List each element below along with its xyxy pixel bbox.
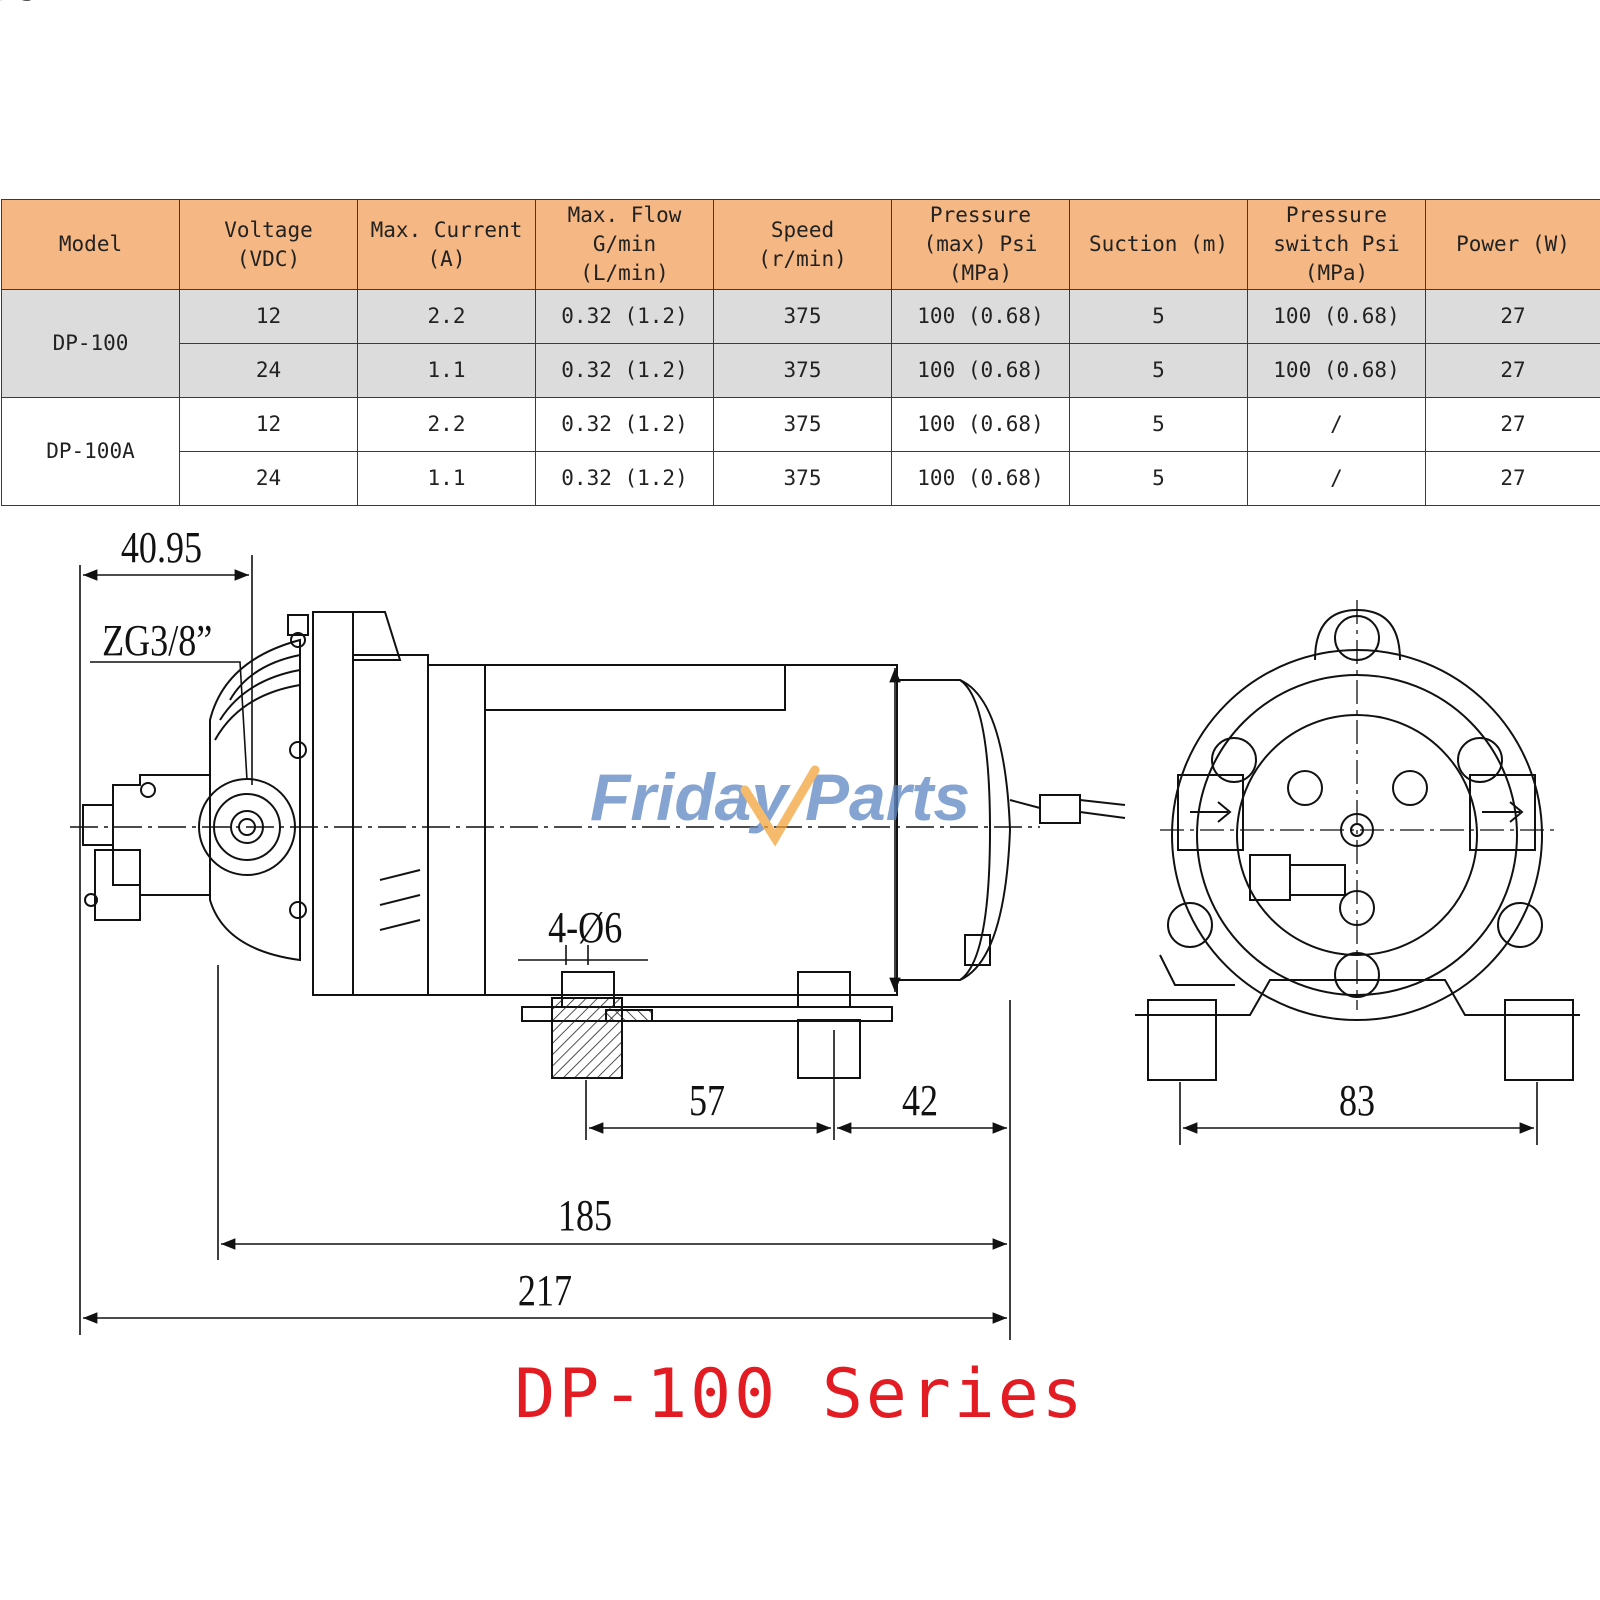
- watermark-text-friday: Friday: [590, 760, 791, 834]
- end-port-left: [1177, 774, 1244, 851]
- header-text: Max. Current: [370, 217, 523, 242]
- inlet-nipple: [82, 804, 114, 846]
- end-dimensions: [1179, 1082, 1538, 1145]
- model-cell: DP-100: [1, 289, 180, 398]
- header-power: Power (W): [1425, 199, 1600, 290]
- series-caption: DP-100 Series: [514, 1355, 1086, 1434]
- flange: [312, 611, 354, 996]
- table-cell: 2.2: [357, 397, 536, 452]
- table-cell: 5: [1069, 397, 1248, 452]
- end-port-right: [1469, 774, 1536, 851]
- header-text: Pressure: [929, 203, 1032, 227]
- header-text: (A): [427, 246, 466, 271]
- table-cell: 5: [1069, 289, 1248, 344]
- table-cell: 2.2: [357, 289, 536, 344]
- watermark-logo: Friday Parts: [590, 760, 970, 847]
- table-cell: 5: [1069, 451, 1248, 506]
- table-cell: 27: [1425, 451, 1600, 506]
- spec-table: Model Voltage (VDC) Max. Current (A) Max. …: [1, 199, 1600, 506]
- header-voltage: Voltage (VDC): [179, 199, 358, 290]
- flange-ring: [352, 654, 429, 996]
- header-row: Model Voltage (VDC) Max. Current (A) Max. …: [1, 199, 1600, 290]
- header-text: switch Psi: [1273, 232, 1400, 256]
- pump-head: [209, 638, 301, 962]
- table-row: DP-100 12 2.2 0.32 (1.2) 375 100 (0.68) …: [1, 289, 1600, 398]
- dim-overall-length: 217: [518, 1266, 572, 1315]
- dim-body-diameter: Ø78: [0, 0, 38, 10]
- dim-base-width: 83: [1339, 1076, 1375, 1125]
- header-text: Max. Flow: [567, 203, 682, 227]
- header-text: (L/min): [580, 261, 669, 285]
- table-cell: 24: [179, 343, 358, 398]
- wire-connector: [1039, 794, 1081, 824]
- inlet-lower-block: [94, 849, 141, 921]
- end-foot-left: [1147, 999, 1217, 1081]
- header-text: G/min: [592, 232, 657, 256]
- side-dimensions: [79, 555, 1011, 1340]
- header-suction: Suction (m): [1069, 199, 1248, 290]
- end-view: [1135, 600, 1580, 1081]
- header-current: Max. Current (A): [357, 199, 536, 290]
- table-cell: 375: [713, 451, 892, 506]
- table-cell: /: [1247, 397, 1426, 452]
- header-speed: Speed (r/min): [713, 199, 892, 290]
- table-cell: 100 (0.68): [891, 451, 1070, 506]
- end-foot-right: [1504, 999, 1574, 1081]
- dim-inlet-offset: 40.95: [121, 523, 202, 572]
- table-cell: /: [1247, 451, 1426, 506]
- table-cell: 375: [713, 397, 892, 452]
- table-cell: 375: [713, 289, 892, 344]
- table-row: 24 1.1 0.32 (1.2) 375 100 (0.68) 5 100 (…: [2, 343, 1600, 398]
- header-text: Pressure: [1285, 203, 1388, 227]
- end-cap: [897, 679, 1012, 981]
- header-text: Power (W): [1456, 232, 1570, 256]
- table-cell: 0.32 (1.2): [535, 289, 714, 344]
- rubber-foot-right: [797, 1019, 861, 1079]
- table-cell: 100 (0.68): [1247, 289, 1426, 344]
- table-row: DP-100A 12 2.2 0.32 (1.2) 375 100 (0.68)…: [1, 397, 1600, 506]
- watermark-text-parts: Parts: [805, 760, 970, 834]
- side-view: [70, 611, 1126, 1079]
- dim-hole-spacing: 57: [689, 1076, 725, 1125]
- table-cell: 100 (0.68): [891, 343, 1070, 398]
- table-cell: 100 (0.68): [891, 397, 1070, 452]
- table-cell: 5: [1069, 343, 1248, 398]
- watermark-check-mark: [740, 765, 820, 847]
- dim-body-length: 185: [558, 1191, 612, 1240]
- table-cell: 27: [1425, 397, 1600, 452]
- table-cell: 0.32 (1.2): [535, 397, 714, 452]
- dim-thread: ZG3/8”: [102, 616, 212, 665]
- table-row: 24 1.1 0.32 (1.2) 375 100 (0.68) 5 / 27: [2, 451, 1600, 506]
- header-model: Model: [1, 199, 180, 290]
- model-cell: DP-100A: [1, 397, 180, 506]
- header-pressure: Pressure (max) Psi (MPa): [891, 199, 1070, 290]
- table-cell: 375: [713, 343, 892, 398]
- header-text: (MPa): [948, 261, 1013, 285]
- table-cell: 0.32 (1.2): [535, 451, 714, 506]
- motor-collar: [427, 664, 486, 996]
- header-text: Model: [58, 232, 123, 256]
- header-text: (VDC): [236, 246, 301, 271]
- header-text: Speed: [770, 217, 835, 242]
- table-cell: 27: [1425, 343, 1600, 398]
- header-text: (max) Psi: [923, 232, 1038, 256]
- header-text: (MPa): [1304, 261, 1369, 285]
- table-cell: 12: [179, 289, 358, 344]
- dim-rear-offset: 42: [902, 1076, 938, 1125]
- table-cell: 0.32 (1.2): [535, 343, 714, 398]
- header-text: Suction (m): [1088, 232, 1229, 256]
- header-text: Voltage: [224, 217, 313, 242]
- header-text: (r/min): [758, 246, 847, 271]
- table-cell: 1.1: [357, 451, 536, 506]
- base-plate: [521, 1006, 893, 1022]
- inlet-block: [112, 774, 211, 896]
- header-switch: Pressure switch Psi (MPa): [1247, 199, 1426, 290]
- table-cell: 12: [179, 397, 358, 452]
- motor-label-panel: [484, 664, 786, 711]
- dim-mount-holes: 4-Ø6: [548, 903, 622, 952]
- table-cell: 100 (0.68): [1247, 343, 1426, 398]
